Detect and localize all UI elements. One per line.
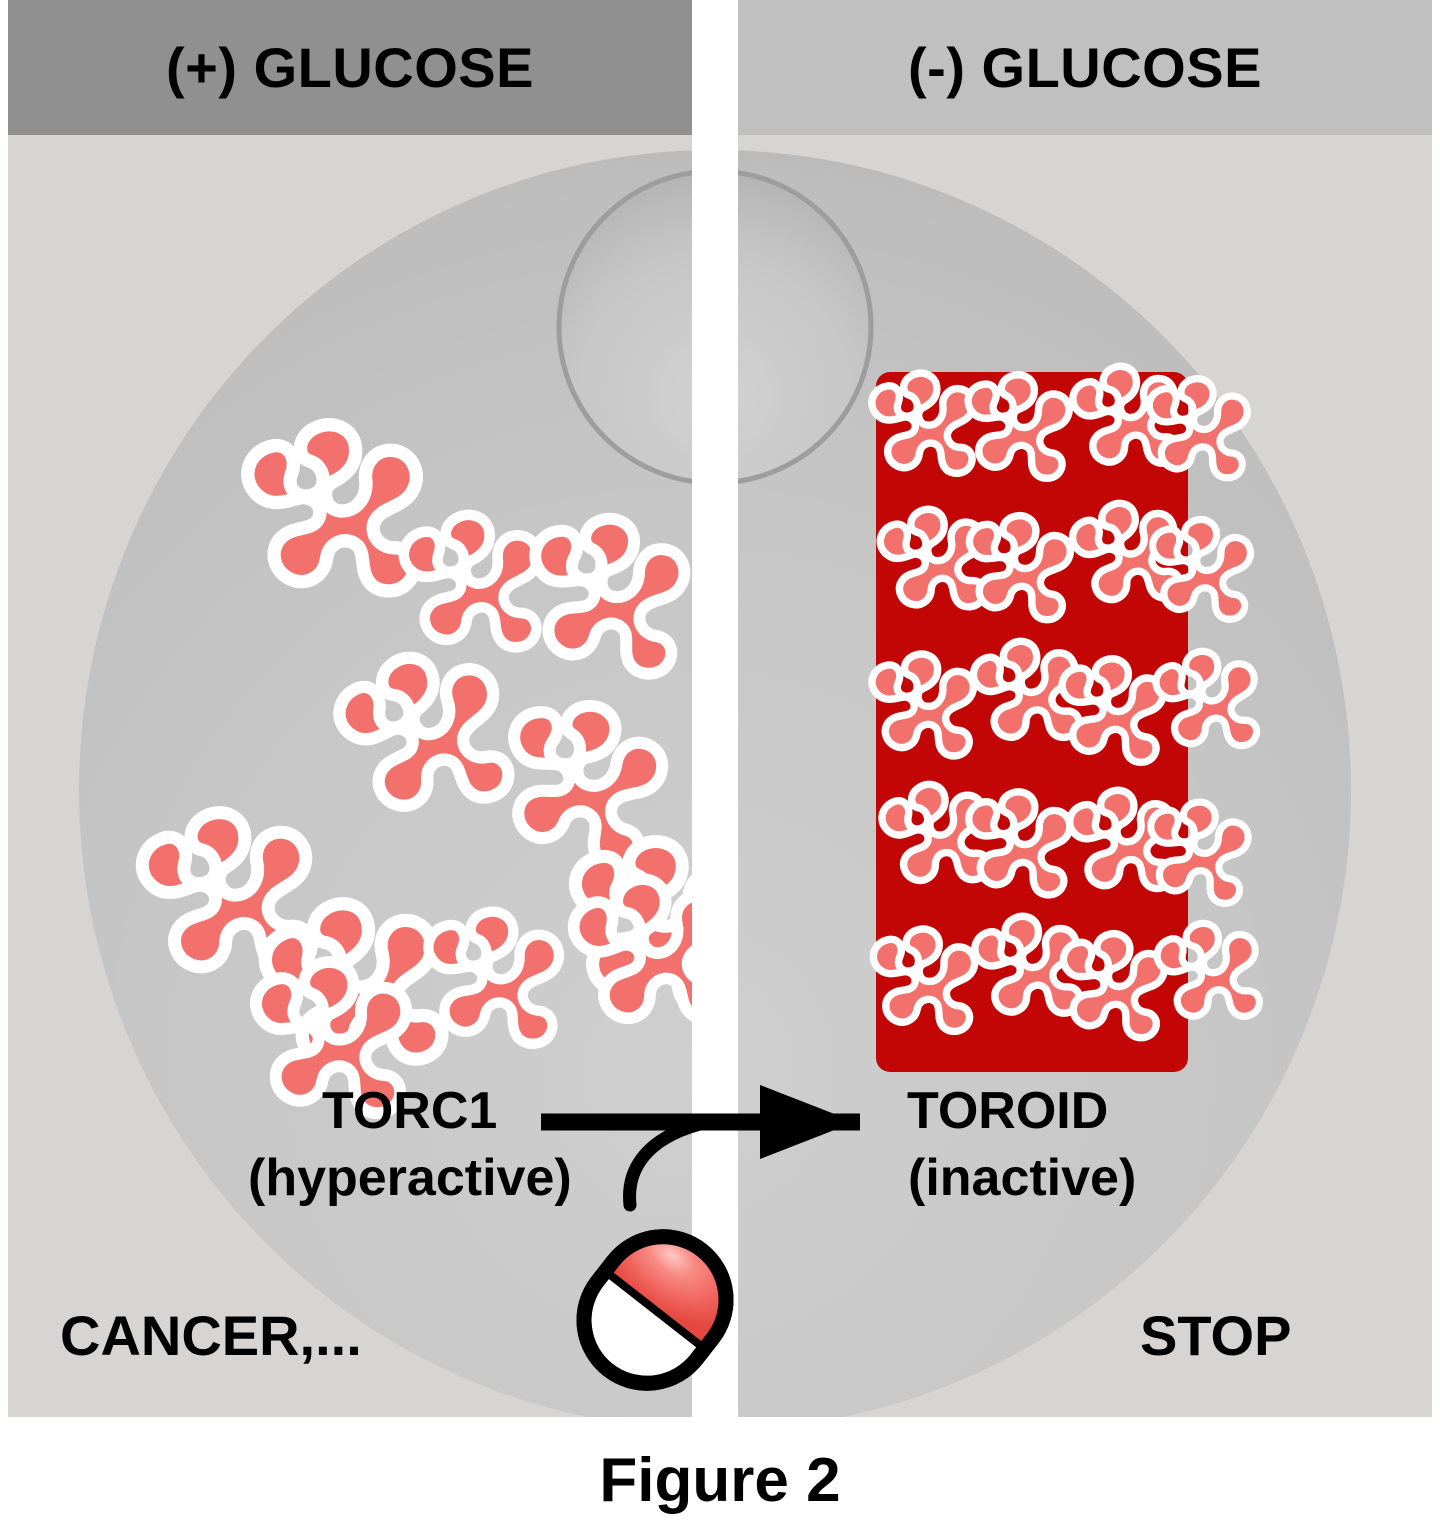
panel-right-body — [738, 135, 1432, 1417]
label-toroid-sublabel: (inactive) — [908, 1149, 1137, 1207]
header-bar-plus-glucose: (+) GLUCOSE — [8, 0, 692, 135]
label-stop-outcome: STOP — [1140, 1304, 1292, 1367]
label-torc1: TORC1 — [322, 1082, 498, 1140]
label-torc1-sublabel: (hyperactive) — [248, 1149, 572, 1207]
header-bar-minus-glucose: (-) GLUCOSE — [738, 0, 1432, 135]
header-label-minus-glucose: (-) GLUCOSE — [908, 36, 1262, 99]
header-label-plus-glucose: (+) GLUCOSE — [166, 36, 534, 99]
panel-left-body — [8, 135, 692, 1417]
figure-caption: Figure 2 — [599, 1446, 841, 1515]
label-cancer-outcome: CANCER,... — [60, 1304, 362, 1367]
label-toroid: TOROID — [907, 1082, 1109, 1140]
